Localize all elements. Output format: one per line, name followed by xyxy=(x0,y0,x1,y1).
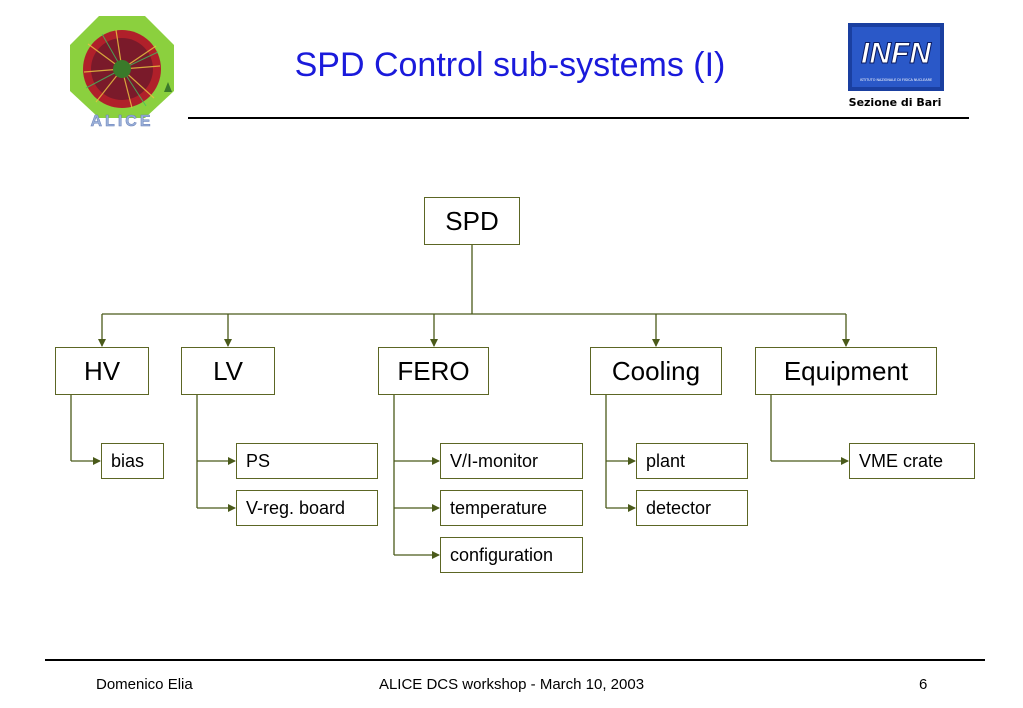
node-equipment: Equipment xyxy=(755,347,937,395)
node-detector: detector xyxy=(636,490,748,526)
page-number: 6 xyxy=(919,676,928,693)
node-fero: FERO xyxy=(378,347,489,395)
node-lv: LV xyxy=(181,347,275,395)
node-plant: plant xyxy=(636,443,748,479)
node-hv: HV xyxy=(55,347,149,395)
footer-divider xyxy=(45,659,985,661)
node-ps: PS xyxy=(236,443,378,479)
node-bias: bias xyxy=(101,443,164,479)
node-spd: SPD xyxy=(424,197,520,245)
node-vme-crate: VME crate xyxy=(849,443,975,479)
node-temperature: temperature xyxy=(440,490,583,526)
infn-caption: Sezione di Bari xyxy=(848,96,942,109)
page-title: SPD Control sub-systems (I) xyxy=(294,46,726,84)
node-v-reg-board: V-reg. board xyxy=(236,490,378,526)
infn-logo-subtext: ISTITUTO NAZIONALE DI FISICA NUCLEARE xyxy=(860,78,932,82)
alice-logo-text: ALICE xyxy=(91,113,154,128)
node-v-i-monitor: V/I-monitor xyxy=(440,443,583,479)
footer-author: Domenico Elia xyxy=(96,676,193,693)
infn-logo-text: INFN xyxy=(861,37,932,70)
node-configuration: configuration xyxy=(440,537,583,573)
node-cooling: Cooling xyxy=(590,347,722,395)
infn-logo: INFN ISTITUTO NAZIONALE DI FISICA NUCLEA… xyxy=(848,23,944,91)
alice-logo: ALICE xyxy=(66,14,178,130)
footer-event: ALICE DCS workshop - March 10, 2003 xyxy=(378,676,645,693)
header-divider xyxy=(188,117,969,119)
